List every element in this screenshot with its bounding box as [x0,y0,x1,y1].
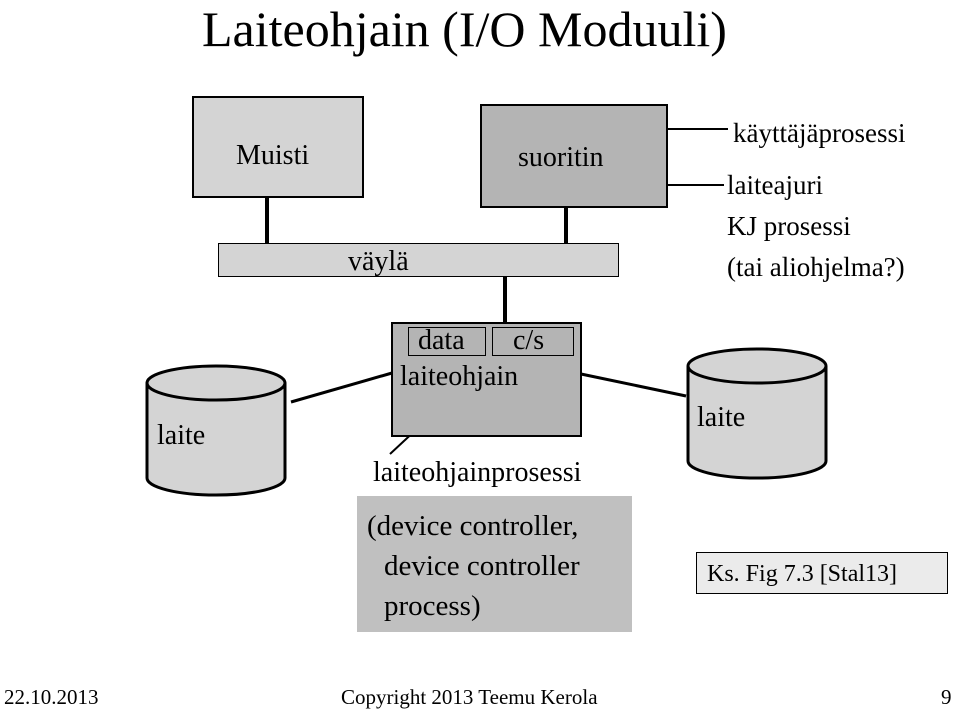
english-note-box [357,496,632,632]
cpu-label: suoritin [518,142,604,173]
controller-device-right-line [580,372,687,398]
device-right-label: laite [697,402,746,433]
reference-label: Ks. Fig 7.3 [Stal13] [707,561,898,587]
device-right-cylinder [686,347,828,480]
english-note-line3: process) [384,590,481,622]
memory-label: Muisti [236,140,310,171]
device-left-label: laite [157,420,206,451]
memory-box [192,96,364,198]
bus-label: väylä [348,246,409,277]
reference-box [696,552,948,594]
footer-date: 22.10.2013 [4,685,99,709]
user-process-annotation: käyttäjäprosessi [733,118,906,148]
footer-page-number: 9 [941,685,952,709]
controller-data-label: data [418,325,465,356]
controller-label: laiteohjain [400,361,519,392]
controller-process-label: laiteohjainprosessi [373,457,582,488]
slide-title: Laiteohjain (I/O Moduuli) [202,1,727,57]
english-note-line1: (device controller, [367,510,579,542]
english-note-line2: device controller [384,550,580,582]
driver-annotation-line2: KJ prosessi [727,211,851,241]
driver-annotation-line1: laiteajuri [727,170,823,200]
driver-annotation-line3: (tai aliohjelma?) [727,252,905,282]
bus-bar [218,243,619,277]
controller-cs-label: c/s [513,325,545,356]
footer-copyright: Copyright 2013 Teemu Kerola [341,685,598,709]
controller-device-left-line [290,371,393,404]
device-left-cylinder [145,364,287,497]
controller-data-register [408,327,486,356]
cpu-box [480,104,668,208]
controller-cs-register [492,327,574,356]
